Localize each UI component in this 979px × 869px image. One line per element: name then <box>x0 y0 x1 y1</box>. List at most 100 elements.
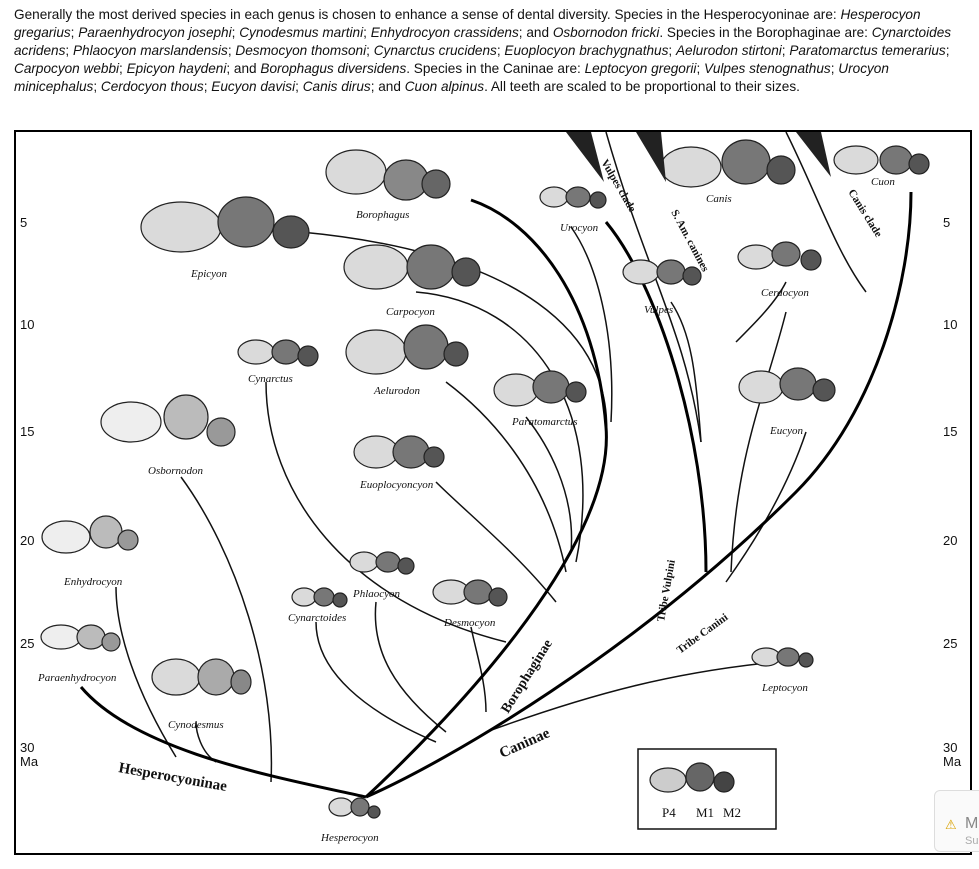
label-euoplocyon: Euoplocyoncyon <box>359 479 434 491</box>
caption-text: ; <box>830 61 839 76</box>
tooth-key: P4 M1 M2 <box>637 748 777 830</box>
side-widget[interactable]: ⚠ M Su <box>934 790 979 852</box>
wedge-sam-canines <box>636 132 666 182</box>
label-cerdocyon: Cerdocyon <box>761 287 809 299</box>
caption-text: ; <box>65 43 73 58</box>
label-phlaocyon: Phlaocyon <box>352 588 401 600</box>
label-osbornodon: Osbornodon <box>148 465 204 477</box>
figure-caption: Generally the most derived species in ea… <box>14 6 972 96</box>
tooth-osbornodon <box>100 394 236 447</box>
caption-text: ; and <box>226 61 261 76</box>
caption-species: Cynarctus crucidens <box>373 43 497 58</box>
tooth-cynarctoides <box>291 587 348 608</box>
caption-text: ; and <box>370 79 405 94</box>
key-label-m2: M2 <box>723 805 741 820</box>
line-borophaginae <box>364 198 608 799</box>
clade-wedges <box>566 132 831 182</box>
caption-text: ; <box>93 79 101 94</box>
tooth-key-illustration <box>649 762 735 793</box>
label-leptocyon: Leptocyon <box>761 682 808 694</box>
label-cuon: Cuon <box>871 176 895 188</box>
label-cynarctoides: Cynarctoides <box>288 612 346 624</box>
caption-species: Hesperocyon gregarius <box>14 7 921 40</box>
caption-species: Urocyon minicephalus <box>14 61 889 94</box>
label-hesperocyoninae: Hesperocyoninae <box>117 760 228 795</box>
teeth-illustrations <box>40 139 930 819</box>
branch-osbornodon <box>180 476 273 783</box>
branch-enhydrocyon <box>115 586 177 758</box>
warning-icon: ⚠ <box>945 817 957 832</box>
caption-species: Enhydrocyon crassidens <box>370 25 519 40</box>
caption-text: ; <box>227 43 236 58</box>
tooth-canis <box>660 139 796 188</box>
label-urocyon: Urocyon <box>560 222 599 234</box>
tooth-urocyon <box>539 186 607 209</box>
tooth-paratomarctus <box>493 370 587 407</box>
tooth-aelurodon <box>345 324 469 375</box>
branch-urocyon <box>570 226 613 423</box>
label-cynarctus: Cynarctus <box>248 373 293 385</box>
label-paraenhydrocyon: Paraenhydrocyon <box>37 672 117 684</box>
label-borophaginae: Borophaginae <box>499 637 556 716</box>
branch-cerdocyon <box>735 281 787 343</box>
branch-desmocyon <box>470 626 487 713</box>
caption-species: Osbornodon fricki <box>552 25 660 40</box>
caption-species: Cuon alpinus <box>404 79 485 94</box>
caption-species: Phlaocyon marslandensis <box>72 43 228 58</box>
branch-paratomarctus <box>525 416 573 553</box>
label-eucyon: Eucyon <box>769 425 803 437</box>
tooth-eucyon <box>738 367 836 404</box>
branch-canis-clade <box>785 132 867 293</box>
label-aelurodon: Aelurodon <box>373 385 421 397</box>
caption-species: Leptocyon gregorii <box>584 61 697 76</box>
widget-letter: M <box>965 815 979 832</box>
caption-text: ; <box>696 61 704 76</box>
branch-eucyon <box>725 431 807 583</box>
wedge-vulpes-clade <box>566 132 604 182</box>
phylogeny-figure: Borophagus Epicyon Carpocyon Cynarctus A… <box>14 130 972 855</box>
clade-lines <box>79 191 913 799</box>
line-hesperocyoninae <box>79 686 367 799</box>
caption-species: Carpocyon webbi <box>14 61 120 76</box>
caption-species: Paratomarctus temerarius <box>789 43 946 58</box>
label-tribe-vulpini: Tribe Vulpini <box>655 559 678 623</box>
caption-text: ; <box>295 79 303 94</box>
label-vulpes: Vulpes <box>644 304 673 316</box>
axis-tick: 15 <box>943 424 958 439</box>
label-desmocyon: Desmocyon <box>443 617 496 629</box>
label-canis-clade: Canis clade <box>845 187 884 239</box>
axis-tick: 15 <box>20 424 35 439</box>
caption-species: Cerdocyon thous <box>100 79 204 94</box>
tooth-cynarctus <box>237 339 319 367</box>
tooth-borophagus <box>325 149 451 201</box>
caption-species: Desmocyon thomsoni <box>235 43 367 58</box>
tooth-cerdocyon <box>737 241 822 271</box>
branch-leptocyon <box>485 661 777 733</box>
phylogeny-tree: Borophagus Epicyon Carpocyon Cynarctus A… <box>37 132 930 844</box>
branch-sam-canines <box>730 311 787 573</box>
tooth-cuon <box>833 145 930 175</box>
axis-tick: 5 <box>20 215 28 230</box>
label-cynodesmus: Cynodesmus <box>168 719 224 731</box>
caption-species: Cynarctoides acridens <box>14 25 952 58</box>
branch-cynarctoides <box>315 621 437 743</box>
caption-text: . Species in the Caninae are: <box>406 61 585 76</box>
axis-unit: Ma <box>943 754 962 769</box>
tooth-phlaocyon <box>349 551 415 575</box>
branch-vulpes-clade <box>605 132 702 443</box>
tooth-cynodesmus <box>151 658 252 696</box>
axis-tick: 20 <box>943 533 958 548</box>
tooth-paraenhydrocyon <box>40 624 121 652</box>
branch-vulpes <box>670 301 702 443</box>
caption-species: Vulpes stenognathus <box>704 61 831 76</box>
tooth-leptocyon <box>751 647 814 668</box>
label-paratomarctus: Paratomarctus <box>511 416 578 428</box>
branch-cynarctus <box>265 381 507 643</box>
axis-tick: 5 <box>943 215 951 230</box>
tooth-epicyon <box>140 196 310 253</box>
caption-species: Cynodesmus martini <box>239 25 364 40</box>
caption-species: Euoplocyon brachygnathus <box>504 43 669 58</box>
wedge-canis-clade <box>796 132 831 177</box>
key-label-m1: M1 <box>696 805 714 820</box>
label-epicyon: Epicyon <box>190 268 228 280</box>
